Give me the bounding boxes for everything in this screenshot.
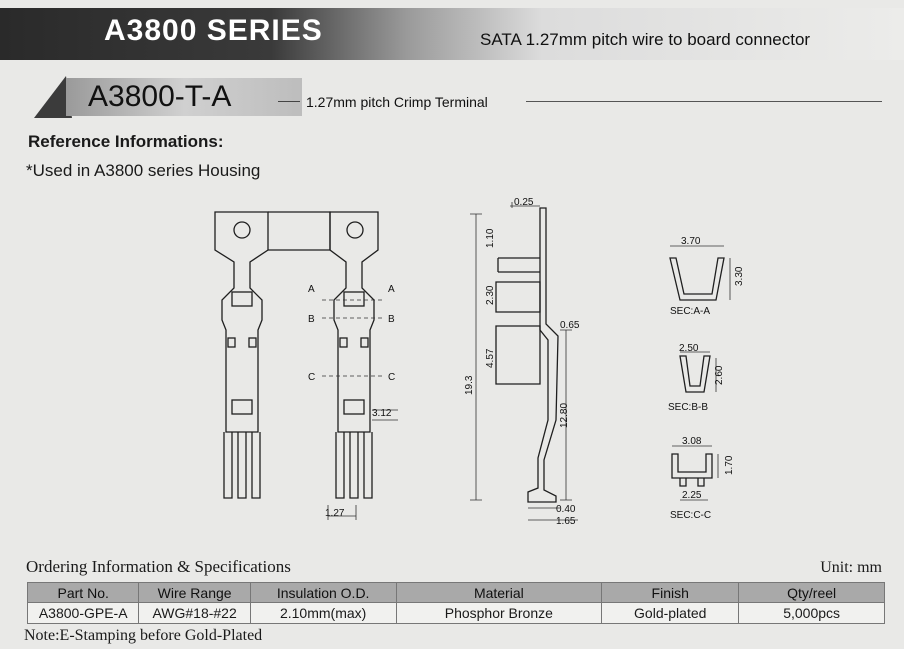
cell-insulation: 2.10mm(max) <box>249 602 397 624</box>
col-material: Material <box>395 582 603 603</box>
terminal-front-view-1 <box>214 211 269 499</box>
carrier-strip <box>268 211 331 251</box>
header-band <box>0 8 904 60</box>
col-part-no: Part No. <box>26 582 140 603</box>
part-title-box <box>66 78 302 116</box>
terminal-side-view <box>470 202 578 521</box>
section-c-c <box>671 445 719 501</box>
part-triangle-decoration <box>34 76 72 118</box>
section-a-a <box>669 245 731 301</box>
cell-qty: 5,000pcs <box>738 602 885 624</box>
col-qty: Qty/reel <box>738 582 885 603</box>
sec-a-width: 3.70 <box>681 236 701 247</box>
part-divider-long <box>526 101 882 102</box>
carrier-hole <box>346 221 364 239</box>
dim-side-110: 1.10 <box>485 228 496 248</box>
terminal-drawing: A A B B C C 3.12 1.27 0.25 1.10 2.30 0.6… <box>214 197 745 527</box>
series-title: A3800 SERIES <box>104 14 323 47</box>
footer-note: Note:E-Stamping before Gold-Plated <box>24 627 263 644</box>
unit-label: Unit: mm <box>820 559 882 576</box>
reference-note: *Used in A3800 series Housing <box>26 161 261 180</box>
section-marker-a-right: A <box>388 284 395 295</box>
spec-table: Part No. Wire Range Insulation O.D. Mate… <box>26 582 885 624</box>
series-subtitle: SATA 1.27mm pitch wire to board connecto… <box>480 30 811 49</box>
dim-side-230: 2.30 <box>485 285 496 305</box>
sec-b-height: 2.60 <box>714 365 725 385</box>
part-header: A3800-T-A 1.27mm pitch Crimp Terminal <box>30 70 890 120</box>
sec-c-bottom: 2.25 <box>682 490 702 501</box>
sec-b-label: SEC:B-B <box>668 402 708 413</box>
reference-title: Reference Informations: <box>28 132 224 151</box>
sec-a-height: 3.30 <box>734 266 745 286</box>
cell-material: Phosphor Bronze <box>395 602 603 624</box>
part-description: 1.27mm pitch Crimp Terminal <box>306 94 488 110</box>
col-finish: Finish <box>601 582 740 603</box>
section-marker-c-left: C <box>308 372 315 383</box>
table-row: A3800-GPE-A AWG#18-#22 2.10mm(max) Phosp… <box>26 602 885 624</box>
cell-part-no: A3800-GPE-A <box>26 602 140 624</box>
dim-front-127: 1.27 <box>325 508 345 519</box>
dim-side-457: 4.57 <box>485 348 496 368</box>
section-marker-a-left: A <box>308 284 315 295</box>
dim-side-025: 0.25 <box>514 197 534 208</box>
section-marker-c-right: C <box>388 372 395 383</box>
cell-wire-range: AWG#18-#22 <box>138 602 251 624</box>
section-marker-b-left: B <box>308 314 315 325</box>
section-marker-b-right: B <box>388 314 395 325</box>
sec-c-height: 1.70 <box>724 455 735 475</box>
dim-side-1280: 12.80 <box>559 403 570 428</box>
sec-a-label: SEC:A-A <box>670 306 710 317</box>
ordering-title: Ordering Information & Specifications <box>26 557 291 576</box>
part-divider-short <box>278 101 300 102</box>
dim-side-165: 1.65 <box>556 516 576 527</box>
sec-c-label: SEC:C-C <box>670 510 711 521</box>
dim-front-312: 3.12 <box>372 408 392 419</box>
terminal-front-view-2 <box>322 211 398 520</box>
sec-b-width: 2.50 <box>679 343 699 354</box>
part-number: A3800-T-A <box>88 80 232 113</box>
dim-side-040: 0.40 <box>556 504 576 515</box>
dim-side-193: 19.3 <box>464 375 475 395</box>
sec-c-width: 3.08 <box>682 436 702 447</box>
dim-side-065: 0.65 <box>560 320 580 331</box>
spec-table-header: Part No. Wire Range Insulation O.D. Mate… <box>26 582 885 603</box>
col-insulation: Insulation O.D. <box>249 582 397 603</box>
col-wire-range: Wire Range <box>138 582 251 603</box>
section-b-b <box>679 351 717 393</box>
cell-finish: Gold-plated <box>601 602 740 624</box>
